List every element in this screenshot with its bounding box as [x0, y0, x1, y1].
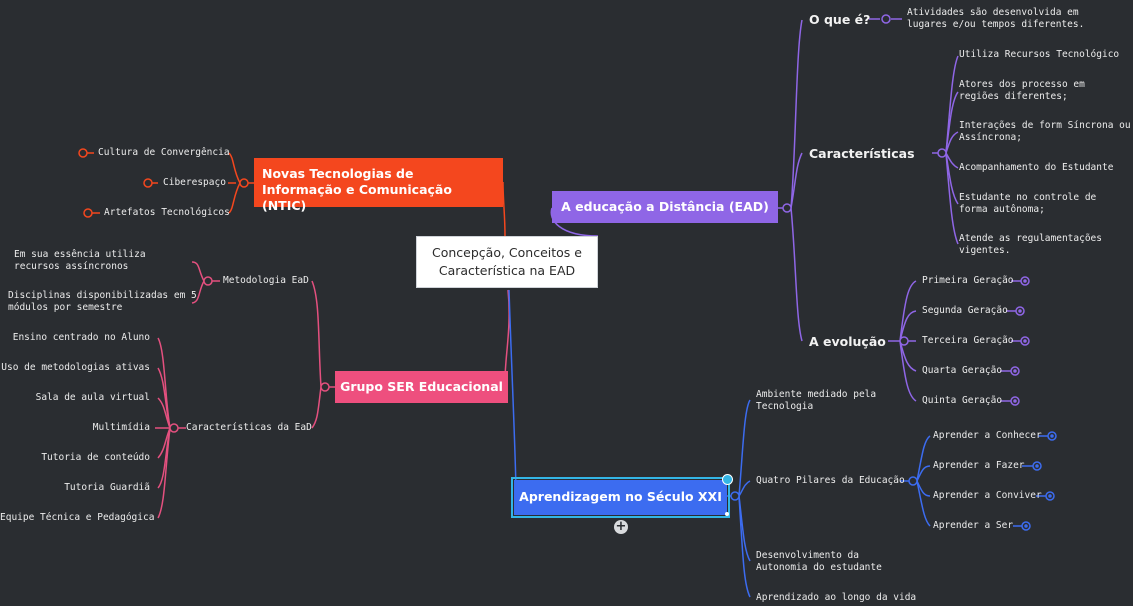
ead-o-que-e-text[interactable]: Atividades são desenvolvida em lugares e… [907, 7, 1085, 30]
ead-o-que-e[interactable]: O que é? [809, 12, 871, 27]
topic-grupo-ser[interactable]: Grupo SER Educacional [335, 371, 508, 403]
xxi-item-ao-longo[interactable]: Aprendizado ao longo da vida [756, 592, 917, 603]
ntic-item-cultura[interactable]: Cultura de Convergência [98, 147, 230, 158]
xxi-pilar-item[interactable]: Aprender a Ser [933, 520, 1014, 531]
topic-aprendizagem-xxi-title: Aprendizagem no Século XXI [519, 489, 722, 504]
topic-ntic-title: Novas Tecnologias de Informação e Comuni… [262, 166, 452, 213]
ead-caract-item[interactable]: Utiliza Recursos Tecnológico [959, 49, 1120, 60]
ntic-item-ciberespaco[interactable]: Ciberespaço [163, 177, 226, 188]
ser-caract-item[interactable]: Tutoria de conteúdo [41, 452, 150, 463]
ead-evolucao[interactable]: A evolução [809, 334, 886, 349]
ead-caract-item[interactable]: Interações de form Síncrona ou Assíncron… [959, 120, 1131, 143]
xxi-item-ambiente[interactable]: Ambiente mediado pela Tecnologia [756, 389, 877, 412]
ead-evolucao-item[interactable]: Quarta Geração [922, 365, 1003, 376]
xxi-pilar-item[interactable]: Aprender a Fazer [933, 460, 1025, 471]
ser-caracteristicas-ead[interactable]: Características da EaD [186, 422, 312, 433]
ser-caract-item[interactable]: Ensino centrado no Aluno [12, 332, 150, 343]
ead-caract-item[interactable]: Acompanhamento do Estudante [959, 162, 1114, 173]
ead-evolucao-item[interactable]: Segunda Geração [922, 305, 1008, 316]
ser-metodologia-item-assincronos[interactable]: Em sua essência utiliza recursos assíncr… [14, 249, 146, 272]
ead-caract-item[interactable]: Estudante no controle de forma autônoma; [959, 192, 1097, 215]
topic-grupo-ser-title: Grupo SER Educacional [340, 379, 503, 394]
ead-caracteristicas[interactable]: Características [809, 146, 915, 161]
xxi-item-quatro-pilares[interactable]: Quatro Pilares da Educação [756, 475, 905, 486]
xxi-item-autonomia[interactable]: Desenvolvimento da Autonomia do estudant… [756, 550, 882, 573]
ead-evolucao-item[interactable]: Terceira Geração [922, 335, 1014, 346]
ead-caract-item[interactable]: Atende as regulamentações vigentes. [959, 233, 1102, 256]
ser-caract-item[interactable]: Sala de aula virtual [35, 392, 150, 403]
ser-caract-item[interactable]: Equipe Técnica e Pedagógica [0, 512, 155, 523]
topic-ntic[interactable]: Novas Tecnologias de Informação e Comuni… [254, 158, 503, 213]
ser-metodologia-item-modulos[interactable]: Disciplinas disponibilizadas em 5 módulo… [8, 290, 197, 313]
ead-evolucao-item[interactable]: Quinta Geração [922, 395, 1003, 406]
ser-caract-item[interactable]: Uso de metodologias ativas [1, 362, 150, 373]
central-topic-label: Concepção, Conceitos e Característica na… [432, 245, 582, 278]
ser-caract-item[interactable]: Multimídia [92, 422, 150, 433]
ser-caract-item[interactable]: Tutoria Guardiã [64, 482, 150, 493]
ead-caract-item[interactable]: Atores dos processo em regiões diferente… [959, 79, 1085, 102]
central-topic[interactable]: Concepção, Conceitos e Característica na… [416, 236, 598, 288]
xxi-pilar-item[interactable]: Aprender a Conviver [933, 490, 1042, 501]
ser-metodologia-ead[interactable]: Metodologia EaD [223, 275, 309, 286]
ead-evolucao-item[interactable]: Primeira Geração [922, 275, 1014, 286]
selection-handle-bottom[interactable] [725, 512, 729, 516]
ntic-item-artefatos[interactable]: Artefatos Tecnológicos [104, 207, 230, 218]
topic-aprendizagem-xxi[interactable]: Aprendizagem no Século XXI [511, 477, 730, 518]
xxi-pilar-item[interactable]: Aprender a Conhecer [933, 430, 1042, 441]
selection-handle-top[interactable] [722, 474, 733, 485]
topic-ead-title: A educação a Distância (EAD) [561, 199, 769, 214]
topic-ead[interactable]: A educação a Distância (EAD) [552, 191, 778, 223]
add-topic-button[interactable]: + [614, 520, 628, 534]
add-icon: + [615, 519, 627, 534]
